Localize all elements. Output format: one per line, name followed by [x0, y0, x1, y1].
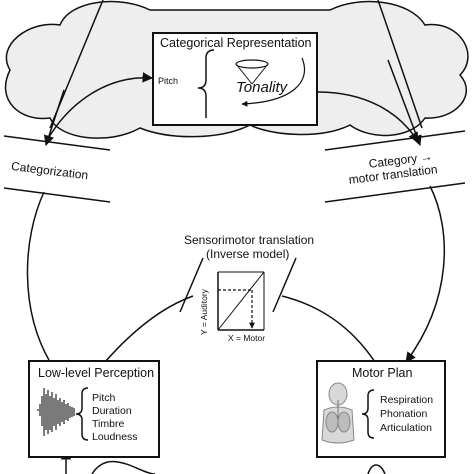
low-level-feature-loudness: Loudness — [92, 431, 138, 443]
motor-plan-feature-respiration: Respiration — [380, 394, 434, 406]
motor-plan-feature-articulation: Articulation — [380, 422, 432, 434]
sensorimotor-left-bar — [179, 257, 204, 313]
tonality-arrow — [241, 57, 306, 107]
sensorimotor-right-bar — [272, 257, 297, 313]
top-right-arrow-line — [377, 0, 423, 129]
right-loop-curve — [405, 185, 446, 363]
bottom-right-curve — [367, 464, 386, 474]
tonality-funnel-right — [251, 63, 269, 85]
low-level-feature-pitch: Pitch — [92, 392, 116, 404]
graph-y-axis-label: Y = Auditory — [199, 289, 209, 335]
motor-plan-box: Motor Plan Respiration Phonation Articul… — [316, 360, 446, 458]
right-down-arrow — [387, 59, 422, 146]
sensorimotor-to-motor-curve — [281, 295, 376, 363]
low-level-feature-timbre: Timbre — [92, 418, 125, 430]
cloud-to-categorization-arrow — [45, 72, 154, 143]
graph-x-axis-label: X = Motor — [228, 333, 266, 343]
low-level-perception-box: Low-level Perception Pitch Duration Timb… — [28, 360, 160, 458]
graph-diagonal — [217, 271, 265, 331]
tonality-funnel-left — [235, 63, 253, 85]
low-level-to-sensorimotor-curve — [104, 295, 194, 363]
anatomy-icon — [321, 382, 355, 444]
left-down-arrow — [43, 89, 65, 146]
motor-plan-feature-phonation: Phonation — [380, 408, 428, 420]
waveform-icon — [37, 388, 75, 436]
tonality-funnel-top — [235, 59, 269, 69]
motor-plan-brace — [361, 389, 375, 439]
categorical-title: Categorical Representation — [160, 36, 312, 50]
motor-translation-bar-top — [324, 130, 466, 151]
sensorimotor-subtitle: (Inverse model) — [206, 247, 290, 261]
low-level-drawing — [37, 387, 89, 441]
tonality-label: Tonality — [236, 79, 288, 96]
low-level-title: Low-level Perception — [38, 366, 155, 380]
motor-plan-drawing — [321, 382, 375, 444]
low-level-feature-duration: Duration — [92, 405, 132, 417]
cloud-to-motor-arrow — [317, 91, 419, 143]
categorical-box-drawing — [197, 49, 306, 118]
motor-translation-bar-bottom — [324, 182, 466, 203]
categorization-bar-top — [3, 135, 111, 151]
low-level-brace — [75, 387, 89, 441]
bottom-center-curve — [91, 460, 156, 474]
categorical-pitch-label: Pitch — [158, 76, 179, 86]
pitch-brace — [197, 49, 215, 118]
sensorimotor-title: Sensorimotor translation — [184, 233, 315, 247]
categorical-representation-box: Categorical Representation Pitch Tonalit… — [152, 32, 318, 126]
motor-plan-title: Motor Plan — [352, 366, 413, 380]
left-loop-curve — [26, 191, 51, 363]
categorization-bar-bottom — [3, 187, 111, 203]
